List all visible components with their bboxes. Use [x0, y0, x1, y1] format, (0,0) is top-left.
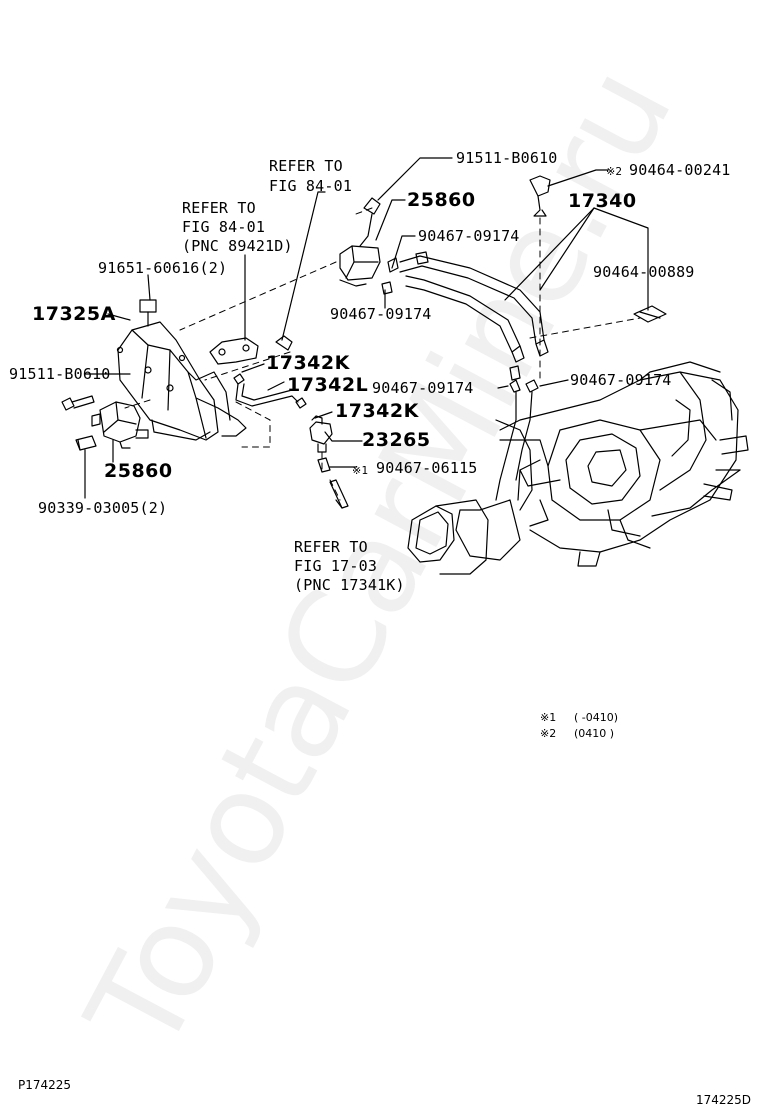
- clamps-engine: [509, 379, 539, 393]
- refer-fig-84-01-a-line1: REFER TO: [269, 157, 343, 175]
- clamps-top: [381, 257, 399, 295]
- mark2-symbol: ※2: [606, 165, 623, 178]
- label-90467-09174-b: 90467-09174: [330, 305, 432, 323]
- label-90467-09174-c: 90467-09174: [372, 379, 474, 397]
- clip-90464-00241: [529, 175, 551, 217]
- label-17340: 17340: [568, 190, 637, 212]
- label-23265: 23265: [362, 429, 431, 451]
- refer-fig-84-01-a-line2: FIG 84-01: [269, 177, 353, 195]
- mark1-symbol: ※1: [352, 464, 369, 477]
- hoses-17340: [399, 251, 549, 381]
- illustration-code-left: P174225: [18, 1078, 72, 1092]
- label-90464-00889: 90464-00889: [593, 263, 695, 281]
- hoses-17342: [233, 373, 307, 409]
- label-90467-09174-d: 90467-09174: [570, 371, 672, 389]
- leader-lines: [84, 157, 649, 499]
- refer-fig-84-01-b-line3: (PNC 89421D): [182, 237, 293, 255]
- label-91511-b0610-top: 91511-B0610: [456, 149, 558, 167]
- label-17342k-a: 17342K: [266, 352, 350, 374]
- vsv-25860-top: [339, 197, 381, 287]
- footnote-2-mark: ※2: [540, 727, 557, 740]
- bracket-plate: [209, 335, 293, 365]
- cap-90339: [75, 435, 97, 451]
- label-90339-03005: 90339-03005(2): [38, 499, 168, 517]
- clip-90464-00889: [633, 305, 667, 323]
- footnote-2-text: (0410 ): [574, 727, 615, 740]
- label-90467-09174-a: 90467-09174: [418, 227, 520, 245]
- vsv-25860-bottom: [91, 401, 149, 449]
- bolt-91511-left: [61, 395, 95, 411]
- refer-fig-17-03-line1: REFER TO: [294, 538, 368, 556]
- footnote-1-mark: ※1: [540, 711, 557, 724]
- refer-fig-17-03-line3: (PNC 17341K): [294, 576, 405, 594]
- refer-fig-17-03-line2: FIG 17-03: [294, 557, 378, 575]
- footnote-1-text: ( -0410): [574, 711, 619, 724]
- label-17325a: 17325A: [32, 303, 116, 325]
- label-25860-top: 25860: [407, 189, 476, 211]
- label-91511-b0610-left: 91511-B0610: [9, 365, 111, 383]
- label-17342l: 17342L: [287, 374, 369, 396]
- engine-assembly: [407, 361, 749, 575]
- refer-fig-84-01-b-line1: REFER TO: [182, 199, 256, 217]
- label-91651-60616: 91651-60616(2): [98, 259, 228, 277]
- label-25860-bottom: 25860: [104, 460, 173, 482]
- dashed-guides: [124, 207, 641, 501]
- label-17342k-b: 17342K: [335, 400, 419, 422]
- filter-23265: [309, 415, 349, 509]
- illustration-code-right: 174225D: [696, 1093, 752, 1107]
- label-90464-00241: 90464-00241: [629, 161, 731, 179]
- refer-fig-84-01-b-line2: FIG 84-01: [182, 218, 266, 236]
- bracket-17325a: [116, 299, 247, 441]
- label-90467-06115: 90467-06115: [376, 459, 478, 477]
